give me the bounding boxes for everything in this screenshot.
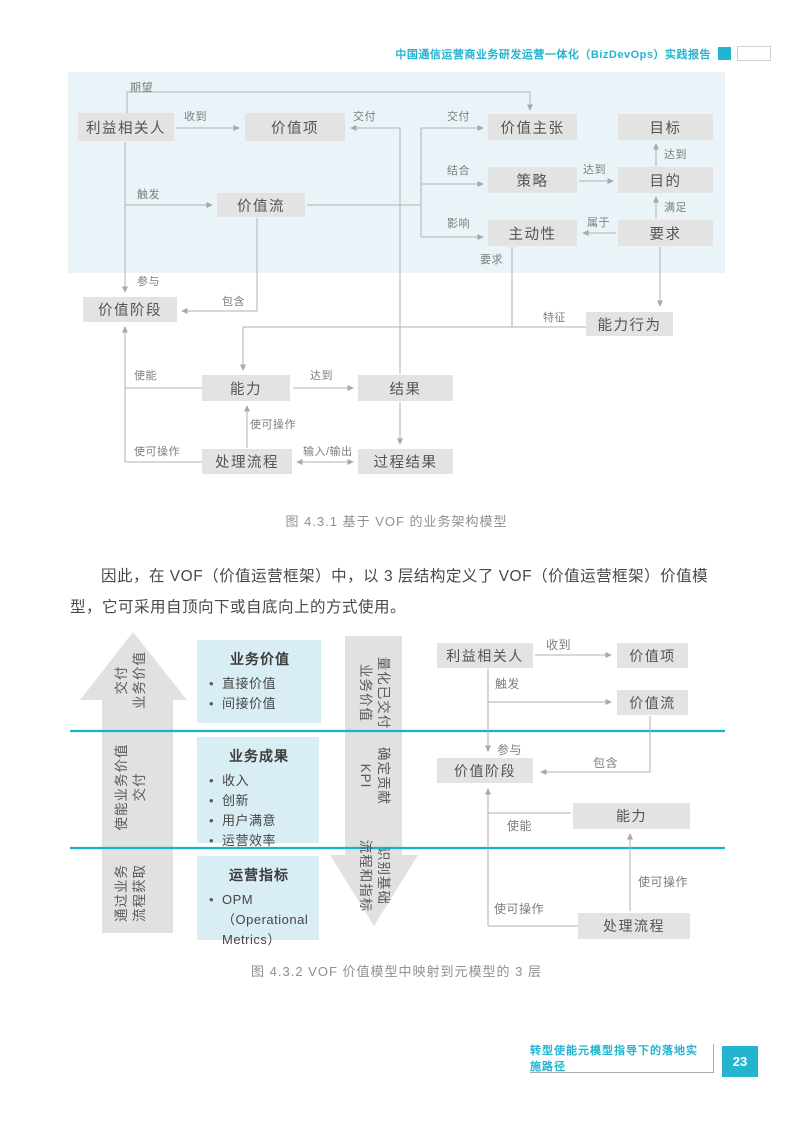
mini-node-capability: 能力: [573, 803, 690, 829]
node-outcome: 结果: [358, 375, 453, 401]
edge-label-feature: 特征: [543, 312, 566, 324]
node-objective: 目的: [618, 167, 713, 193]
edge-label-achieve-goal: 达到: [664, 149, 687, 161]
node-capability: 能力: [202, 375, 290, 401]
node-initiative: 主动性: [488, 220, 577, 246]
bullet-item: 用户满意: [207, 811, 311, 831]
edge-label-achieve-outcome: 达到: [310, 370, 333, 382]
up-arrow-label-2: 使能业务价值 交付: [113, 743, 147, 831]
figure2-caption: 图 4.3.2 VOF 价值模型中映射到元模型的 3 层: [251, 964, 542, 979]
node-value-proposition: 价值主张: [488, 114, 577, 140]
mini-edge-label-enable: 使能: [507, 819, 533, 833]
mini-node-value-stream: 价值流: [617, 690, 688, 715]
header-title: 中国通信运营商业务研发运营一体化（BizDevOps）实践报告: [395, 49, 711, 61]
down-arrow-label-3: 识别基础 流程和指标: [358, 839, 392, 913]
edge-label-satisfy: 满足: [664, 202, 687, 214]
edge-label-achieve-obj: 达到: [583, 164, 606, 176]
figure1-caption: 图 4.3.1 基于 VOF 的业务架构模型: [285, 514, 508, 529]
bullet-item: OPM（Operational Metrics）: [207, 890, 311, 950]
bullet-item: 间接价值: [207, 694, 313, 714]
node-requirement: 要求: [618, 220, 713, 246]
mini-edge-label-trigger: 触发: [495, 677, 521, 691]
mini-edge-label-contain: 包含: [593, 756, 619, 770]
edge-label-enable: 使能: [134, 370, 157, 382]
layer-title: 业务成果: [229, 748, 289, 764]
node-capability-behavior: 能力行为: [586, 312, 673, 336]
edge-label-input-output: 输入/输出: [303, 446, 353, 458]
edge-label-combine: 结合: [447, 165, 470, 177]
bullet-item: 直接价值: [207, 674, 313, 694]
edge-label-require: 要求: [480, 254, 503, 266]
bullet-item: 运营效率: [207, 831, 311, 851]
node-value-stream: 价值流: [217, 193, 305, 217]
edge-label-contain: 包含: [222, 296, 245, 308]
node-stakeholder: 利益相关人: [78, 113, 174, 141]
node-goal: 目标: [618, 114, 713, 140]
bullet-item: 收入: [207, 771, 311, 791]
node-value-stage: 价值阶段: [83, 297, 177, 322]
body-paragraph: 因此，在 VOF（价值运营框架）中，以 3 层结构定义了 VOF（价值运营框架）…: [70, 568, 709, 616]
header-marker-outline-icon: [737, 46, 771, 61]
mini-node-value-stage: 价值阶段: [437, 758, 533, 783]
up-arrow-label-3: 通过业务 流程获取: [113, 864, 147, 922]
edge-label-deliver-item: 交付: [353, 111, 376, 123]
layer-title: 运营指标: [229, 867, 289, 883]
edge-label-trigger: 触发: [137, 189, 160, 201]
header-marker-square-icon: [718, 47, 731, 60]
edge-label-receive: 收到: [184, 111, 207, 123]
edge-label-belong-to: 属于: [587, 217, 610, 229]
footer-section-rule: 转型使能元模型指导下的落地实施路径: [530, 1044, 714, 1073]
mini-node-stakeholder: 利益相关人: [437, 643, 533, 668]
mini-node-process: 处理流程: [578, 913, 690, 939]
down-arrow-label-1: 量化已交付 业务价值: [358, 656, 392, 730]
edge-label-operationalize-left: 使可操作: [134, 446, 180, 458]
mini-edge-label-operationalize-left: 使可操作: [494, 902, 545, 916]
layer-title: 业务价值: [230, 651, 290, 667]
mini-node-value-item: 价值项: [617, 643, 688, 668]
edge-label-expect: 期望: [130, 82, 153, 94]
node-process: 处理流程: [202, 449, 292, 474]
layer-box-operational-metrics: 运营指标 OPM（Operational Metrics）: [197, 856, 319, 947]
bullet-item: 创新: [207, 791, 311, 811]
layer-box-business-value: 业务价值 直接价值 间接价值: [197, 640, 321, 723]
down-arrow-label-2: 确定贡献 KPI: [358, 747, 392, 805]
edge-label-deliver-prop: 交付: [447, 111, 470, 123]
mini-edge-label-participate: 参与: [497, 743, 523, 757]
up-arrow-label-1: 交付 业务价值: [113, 651, 147, 709]
edge-label-participate: 参与: [137, 276, 160, 288]
node-process-outcome: 过程结果: [358, 449, 453, 474]
node-strategy: 策略: [488, 167, 577, 193]
node-value-item: 价值项: [245, 113, 345, 141]
layer-box-business-outcome: 业务成果 收入 创新 用户满意 运营效率: [197, 737, 319, 851]
edge-label-operationalize-up: 使可操作: [250, 419, 296, 431]
footer-section-title: 转型使能元模型指导下的落地实施路径: [530, 1045, 698, 1073]
mini-edge-label-receive: 收到: [546, 638, 572, 652]
mini-edge-label-operationalize-up: 使可操作: [638, 875, 689, 889]
edge-label-influence: 影响: [447, 218, 470, 230]
footer-page-number: 23: [722, 1046, 758, 1077]
